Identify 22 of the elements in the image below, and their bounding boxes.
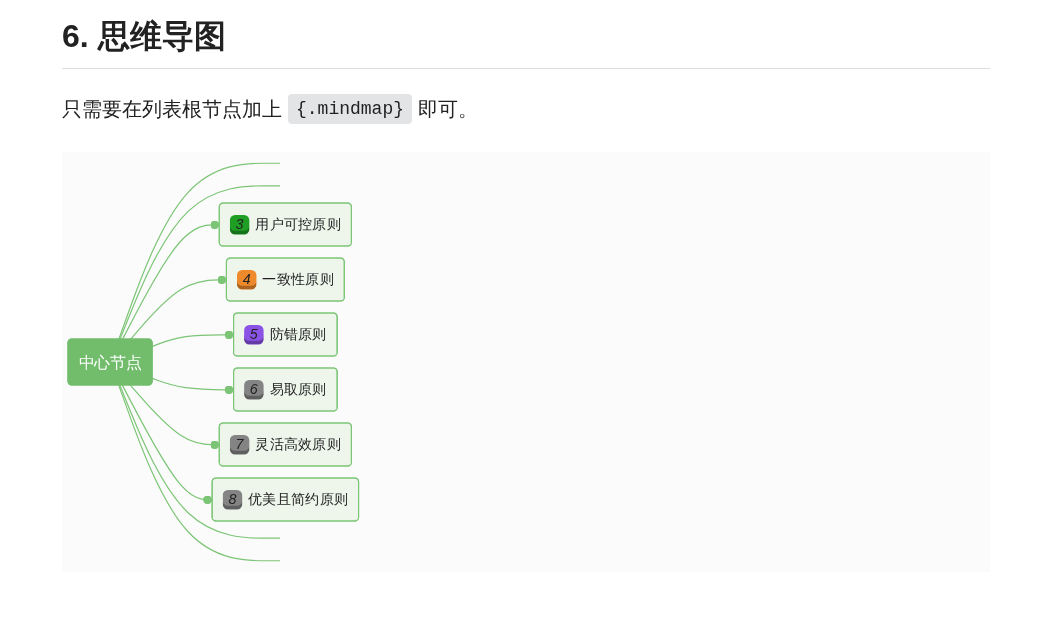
topic-label: 用户可控原则 bbox=[255, 216, 341, 233]
topic-node bbox=[233, 367, 338, 412]
topic-label: 优美且简约原则 bbox=[248, 491, 349, 508]
topic-node bbox=[211, 477, 360, 522]
topic-node bbox=[225, 257, 345, 302]
topic-node bbox=[218, 422, 352, 467]
body-text: 只需要在列表根节点加上 bbox=[62, 96, 282, 122]
topic-node bbox=[218, 202, 352, 247]
body-text: 即可。 bbox=[418, 96, 479, 122]
priority-number: 5 bbox=[244, 325, 264, 345]
priority-number: 4 bbox=[236, 270, 257, 290]
topic-node bbox=[233, 312, 338, 357]
topic-label: 防错原则 bbox=[269, 326, 327, 343]
priority-number: 3 bbox=[229, 215, 250, 235]
topic-label: 灵活高效原则 bbox=[255, 436, 341, 453]
topic-label: 易取原则 bbox=[269, 381, 327, 398]
priority-number: 6 bbox=[244, 380, 264, 400]
central-topic-node bbox=[67, 338, 153, 386]
inline-code: {.mindmap} bbox=[288, 93, 413, 124]
topic-label: 一致性原则 bbox=[262, 271, 334, 288]
topic-label: 中心节点 bbox=[78, 353, 142, 372]
section-heading: 6. 思维导图 bbox=[62, 17, 226, 56]
